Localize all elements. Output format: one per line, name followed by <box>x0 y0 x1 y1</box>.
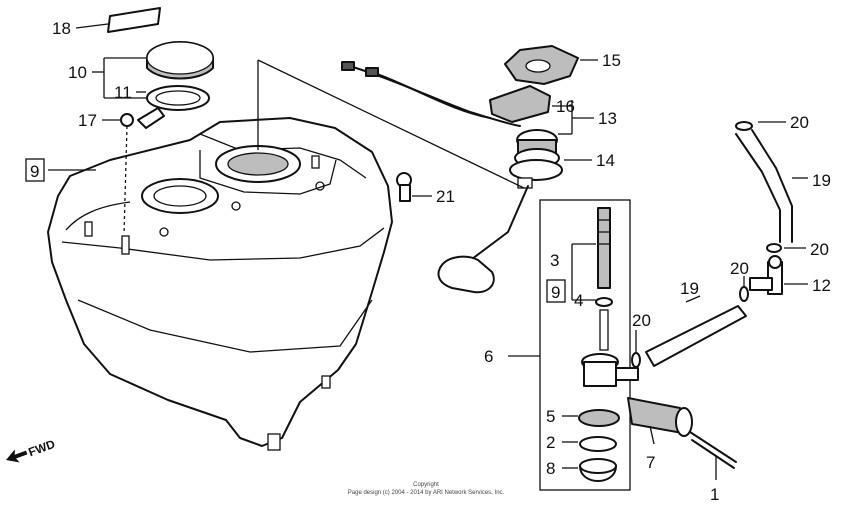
callout-13: 13 <box>598 109 617 128</box>
callout-18: 18 <box>52 19 71 38</box>
callout-10: 10 <box>68 63 87 82</box>
callout-8: 8 <box>546 459 555 478</box>
gasket-11 <box>146 85 210 111</box>
leader-lines <box>48 23 808 480</box>
callout-21: 21 <box>436 187 455 206</box>
callout-15: 15 <box>602 51 621 70</box>
caution-label-18 <box>107 7 161 33</box>
copyright-line: Page design (c) 2004 - 2014 by ARI Netwo… <box>348 490 505 496</box>
fuel-cock-box <box>539 199 639 491</box>
callout-4: 4 <box>574 291 583 310</box>
fwd-arrow-icon <box>6 449 28 463</box>
callout-16: 16 <box>556 97 575 116</box>
callout-1: 1 <box>710 485 719 504</box>
callout-20-joint: 20 <box>730 259 749 278</box>
callout-20-cock: 20 <box>632 311 651 330</box>
callout-9-cock: 9 <box>551 283 560 302</box>
callout-11: 11 <box>114 83 132 102</box>
callout-17: 17 <box>78 111 97 130</box>
callout-19-top: 19 <box>812 171 831 190</box>
gasket-14 <box>509 159 563 181</box>
fwd-label: FWD <box>27 437 58 460</box>
fuel-hoses <box>627 121 793 469</box>
float <box>437 255 495 294</box>
callout-12: 12 <box>812 276 831 295</box>
callout-14: 14 <box>596 151 615 170</box>
callout-6: 6 <box>484 347 493 366</box>
callout-9-tank: 9 <box>30 162 39 181</box>
callout-5: 5 <box>546 407 555 426</box>
copyright: Copyright Page design (c) 2004 - 2014 by… <box>348 482 505 496</box>
fuel-tank <box>47 117 393 451</box>
fuel-pump-assembly <box>257 45 579 294</box>
callout-3: 3 <box>550 251 559 270</box>
callout-labels: 18 10 11 17 9 15 16 13 14 21 20 19 20 20… <box>25 19 831 504</box>
tank-cap-assembly <box>107 7 214 235</box>
callout-20-top: 20 <box>790 113 809 132</box>
forward-arrow: FWD <box>6 437 58 463</box>
callout-19-lower: 19 <box>680 279 699 298</box>
callout-20-mid: 20 <box>810 240 829 259</box>
copyright-title: Copyright <box>413 482 439 488</box>
seal-16 <box>489 85 551 123</box>
callout-7: 7 <box>646 453 655 472</box>
clip-17 <box>120 113 134 127</box>
callout-2: 2 <box>546 433 555 452</box>
fitting-21 <box>396 172 412 202</box>
